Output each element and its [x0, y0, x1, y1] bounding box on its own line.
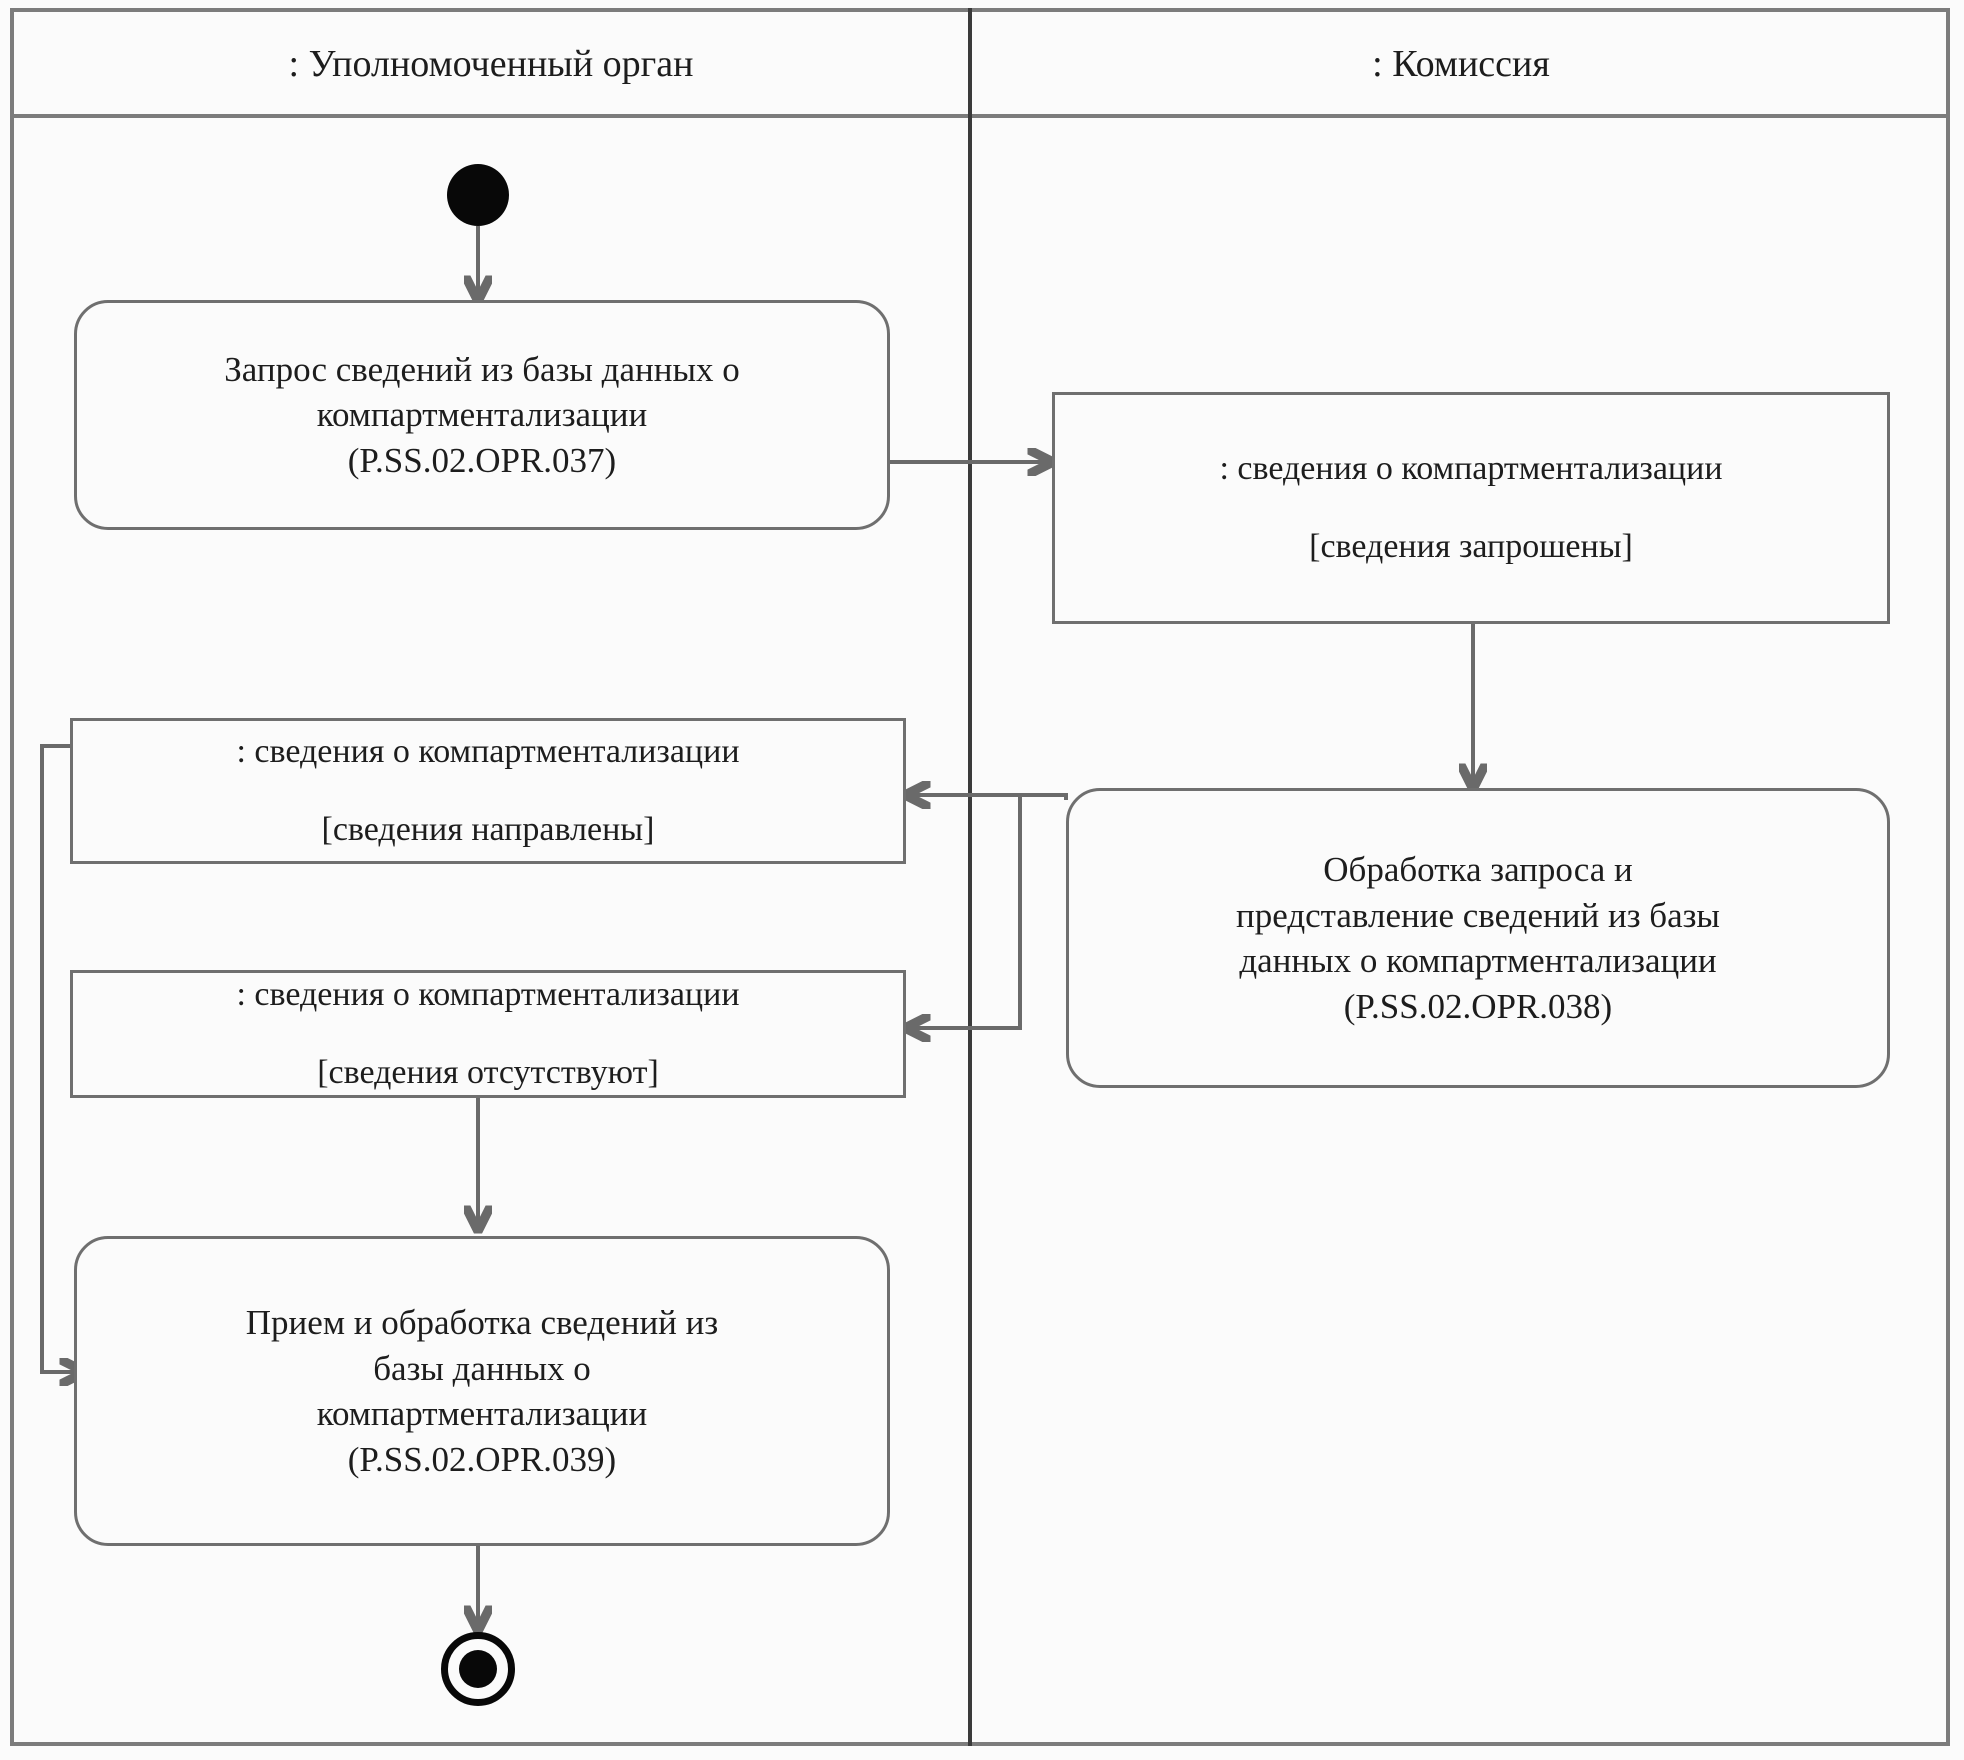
activity-process-code: (P.SS.02.OPR.038) — [1343, 986, 1613, 1026]
object-node-absent-state: [сведения отсутствуют] — [317, 1054, 659, 1091]
swimlane-divider — [968, 8, 972, 1746]
object-node-information-requested[interactable]: : сведения о компартментализации [сведен… — [1052, 392, 1890, 624]
activity-request-line-2: компартментализации — [316, 395, 648, 435]
activity-process-line-2: представление сведений из базы — [1236, 895, 1720, 935]
activity-receive-line-2: базы данных о — [373, 1348, 591, 1388]
swimlane-header-authorized-body: : Уполномоченный орган — [288, 43, 694, 85]
activity-process-line-1: Обработка запроса и — [1323, 850, 1633, 889]
activity-receive-and-process-data[interactable]: Прием и обработка сведений из базы данны… — [74, 1236, 890, 1546]
activity-receive-line-1: Прием и обработка сведений из — [245, 1303, 719, 1342]
swimlane-header-rule — [10, 114, 1950, 118]
activity-receive-line-3: компартментализации — [316, 1394, 648, 1433]
activity-request-code: (P.SS.02.OPR.037) — [347, 440, 617, 480]
object-node-sent-state: [сведения направлены] — [321, 811, 655, 848]
object-node-absent-name: : сведения о компартментализации — [236, 975, 740, 1013]
object-node-requested-name: : сведения о компартментализации — [1219, 449, 1723, 487]
final-node — [441, 1632, 515, 1706]
activity-process-line-3: данных о компартментализации — [1239, 941, 1717, 980]
object-node-information-sent[interactable]: : сведения о компартментализации [сведен… — [70, 718, 906, 864]
object-node-requested-state: [сведения запрошены] — [1309, 528, 1633, 565]
swimlane-header-commission: : Комиссия — [1372, 43, 1550, 85]
activity-request-compartmentalization-data[interactable]: Запрос сведений из базы данных о компарт… — [74, 300, 890, 530]
activity-request-line-1: Запрос сведений из базы данных о — [224, 349, 740, 389]
object-node-sent-name: : сведения о компартментализации — [236, 732, 740, 770]
object-node-information-absent[interactable]: : сведения о компартментализации [сведен… — [70, 970, 906, 1098]
activity-receive-code: (P.SS.02.OPR.039) — [347, 1439, 617, 1479]
activity-process-request-and-provide-data[interactable]: Обработка запроса и представление сведен… — [1066, 788, 1890, 1088]
initial-node — [447, 164, 509, 226]
